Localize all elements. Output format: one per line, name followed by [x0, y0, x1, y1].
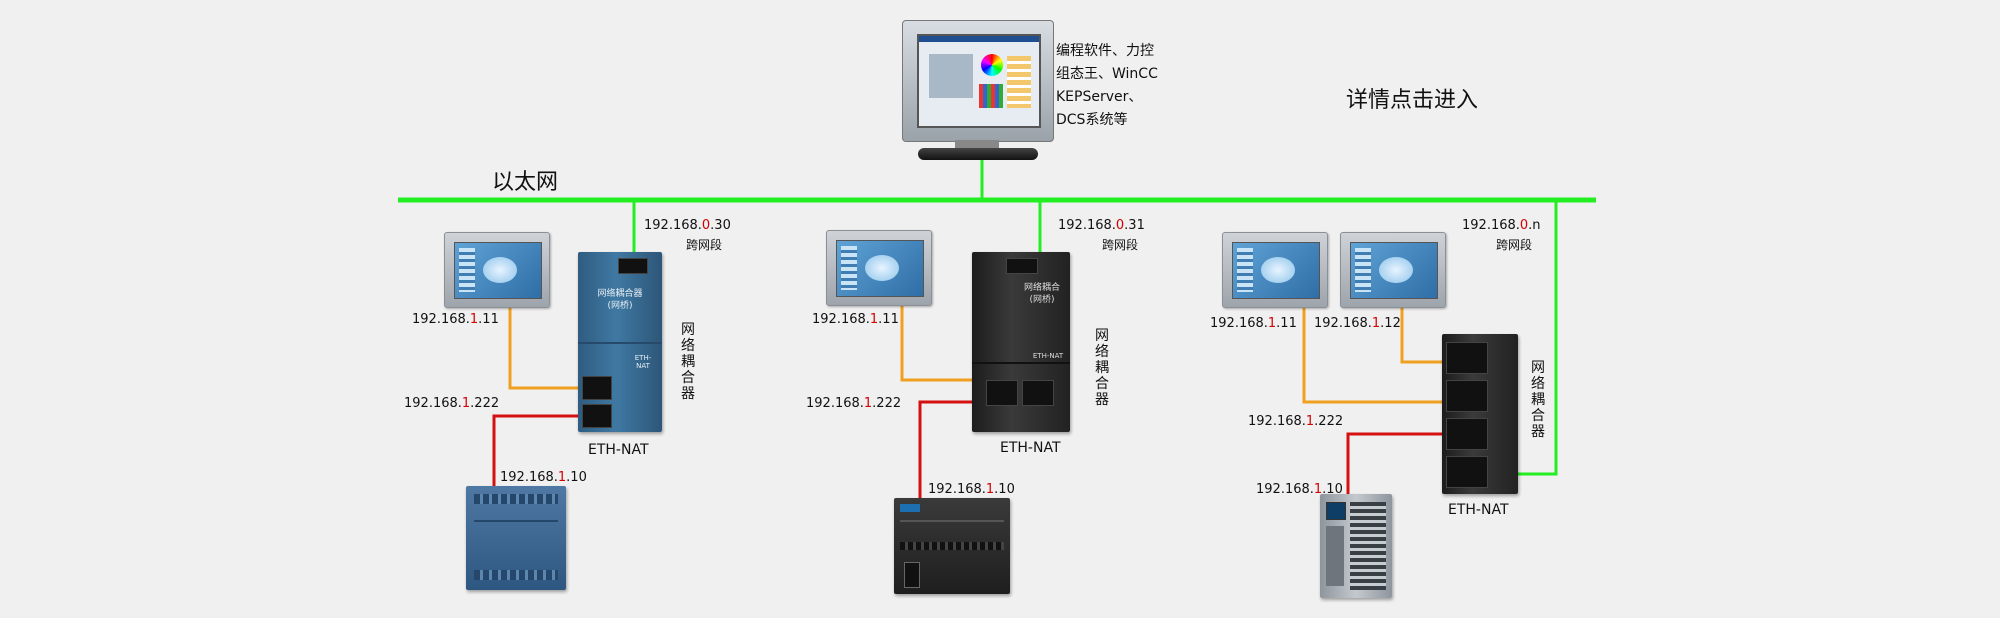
left-coupler-vertical-label: 网络耦合器: [681, 322, 695, 402]
left-coupler-lower-ip: 192.168.1.222: [404, 396, 500, 411]
right-hmi-panel-1: [1222, 232, 1328, 308]
right-plc-link: [1346, 432, 1444, 496]
right-network-coupler: [1442, 334, 1518, 494]
left-hmi-ip: 192.168.1.11: [412, 312, 499, 327]
mid-network-coupler: 网络耦合(网桥) ETH-NAT: [972, 252, 1070, 432]
right-eth-nat-label: ETH-NAT: [1448, 502, 1509, 518]
pc-label-line-3: KEPServer、: [1056, 89, 1143, 105]
pc-monitor: [902, 20, 1054, 142]
left-plc-ip: 192.168.1.10: [500, 470, 587, 485]
left-cross-segment: 跨网段: [686, 238, 723, 252]
right-hmi2-ip: 192.168.1.12: [1314, 316, 1401, 331]
left-eth-nat-label: ETH-NAT: [588, 442, 649, 458]
monitor-base: [918, 148, 1038, 160]
mid-hmi-ip: 192.168.1.11: [812, 312, 899, 327]
mid-hmi-panel: [826, 230, 932, 306]
left-hmi-link: [508, 306, 582, 390]
mid-hmi-link: [900, 306, 974, 382]
right-coupler-vertical-label: 网络耦合器: [1531, 360, 1545, 440]
pc-label-line-4: DCS系统等: [1056, 112, 1128, 128]
right-cross-segment: 跨网段: [1496, 238, 1533, 252]
right-hmi2-link: [1400, 306, 1444, 364]
left-hmi-panel: [444, 232, 550, 308]
mid-plc-link: [918, 400, 996, 498]
right-coupler-upper-ip: 192.168.0.n: [1462, 218, 1541, 233]
mid-plc: [894, 498, 1010, 594]
mid-plc-ip: 192.168.1.10: [928, 482, 1015, 497]
mid-coupler-upper-ip: 192.168.0.31: [1058, 218, 1145, 233]
pc-software-label: 编程软件、力控 组态王、WinCC KEPServer、 DCS系统等: [1056, 40, 1158, 132]
mid-coupler-vertical-label: 网络耦合器: [1095, 328, 1109, 408]
left-network-coupler: 网络耦合器(网桥) ETH-NAT: [578, 252, 662, 432]
right-hmi1-link: [1302, 306, 1444, 404]
right-coupler-lower-ip: 192.168.1.222: [1248, 414, 1344, 429]
detail-link[interactable]: 详情点击进入: [1346, 88, 1479, 113]
right-plc-ip: 192.168.1.10: [1256, 482, 1343, 497]
pc-label-line-2: 组态王、WinCC: [1056, 66, 1158, 82]
right-hmi1-ip: 192.168.1.11: [1210, 316, 1297, 331]
left-coupler-upper-ip: 192.168.0.30: [644, 218, 731, 233]
pc-label-line-1: 编程软件、力控: [1056, 43, 1154, 59]
ethernet-title: 以太网: [492, 170, 559, 195]
mid-cross-segment: 跨网段: [1102, 238, 1139, 252]
monitor-stand: [955, 140, 999, 148]
mid-eth-nat-label: ETH-NAT: [1000, 440, 1061, 456]
pc-screen: [917, 34, 1041, 128]
right-plc: [1320, 494, 1392, 598]
left-plc: [466, 486, 566, 590]
left-plc-link: [492, 414, 582, 496]
right-hmi-panel-2: [1340, 232, 1446, 308]
mid-coupler-lower-ip: 192.168.1.222: [806, 396, 902, 411]
